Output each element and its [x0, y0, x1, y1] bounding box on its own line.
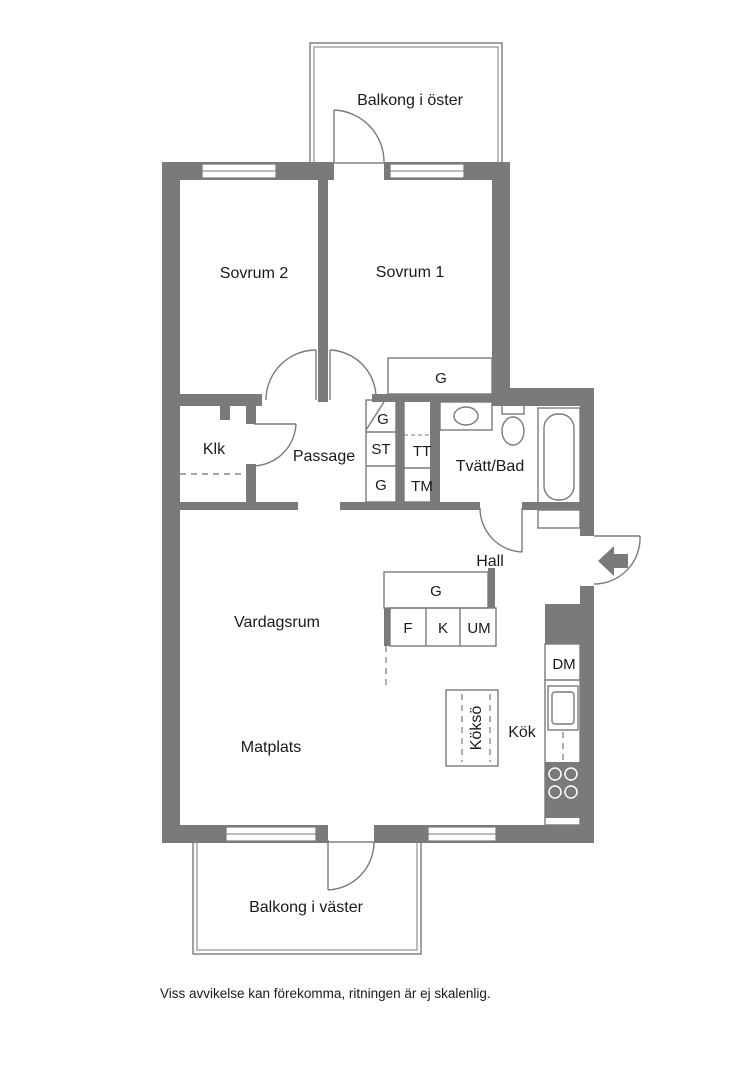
- room-label-closet: Klk: [203, 441, 226, 458]
- room-label-bedroom-1: Sovrum 1: [376, 264, 445, 281]
- room-label-dining: Matplats: [241, 739, 301, 756]
- room-label-kitchen: Kök: [508, 724, 537, 741]
- room-label-balcony-east: Balkong i öster: [357, 92, 464, 109]
- room-label-living-room: Vardagsrum: [234, 614, 320, 631]
- room-label-passage: Passage: [293, 448, 355, 465]
- fixture-freezer: K: [438, 620, 448, 637]
- fixture-dishwasher: DM: [552, 656, 575, 673]
- fixture-storage: ST: [371, 441, 390, 458]
- fixture-wardrobe-passage-bottom: G: [375, 477, 387, 494]
- room-label-balcony-west: Balkong i väster: [249, 899, 364, 916]
- fixture-dryer: TT: [413, 443, 431, 460]
- disclaimer-text: Viss avvikelse kan förekomma, ritningen …: [160, 986, 491, 1001]
- room-label-bedroom-2: Sovrum 2: [220, 265, 289, 282]
- doors: [251, 109, 641, 891]
- fixtures: [180, 357, 581, 826]
- fixture-washer: TM: [411, 478, 433, 495]
- balcony-west: [192, 841, 422, 955]
- fixture-wardrobe-bedroom1: G: [435, 370, 447, 387]
- room-label-laundry-bath: Tvätt/Bad: [456, 458, 524, 475]
- entrance-arrow-icon: [598, 546, 628, 576]
- fixture-microwave: UM: [467, 620, 490, 637]
- fixture-wardrobe-hall: G: [430, 583, 442, 600]
- interior-walls: [180, 180, 582, 646]
- room-label-kitchen-island: Köksö: [468, 706, 485, 751]
- fixture-fridge: F: [403, 620, 412, 637]
- fixture-wardrobe-passage-top: G: [377, 411, 389, 428]
- room-label-hall: Hall: [476, 553, 504, 570]
- windows: [201, 163, 497, 842]
